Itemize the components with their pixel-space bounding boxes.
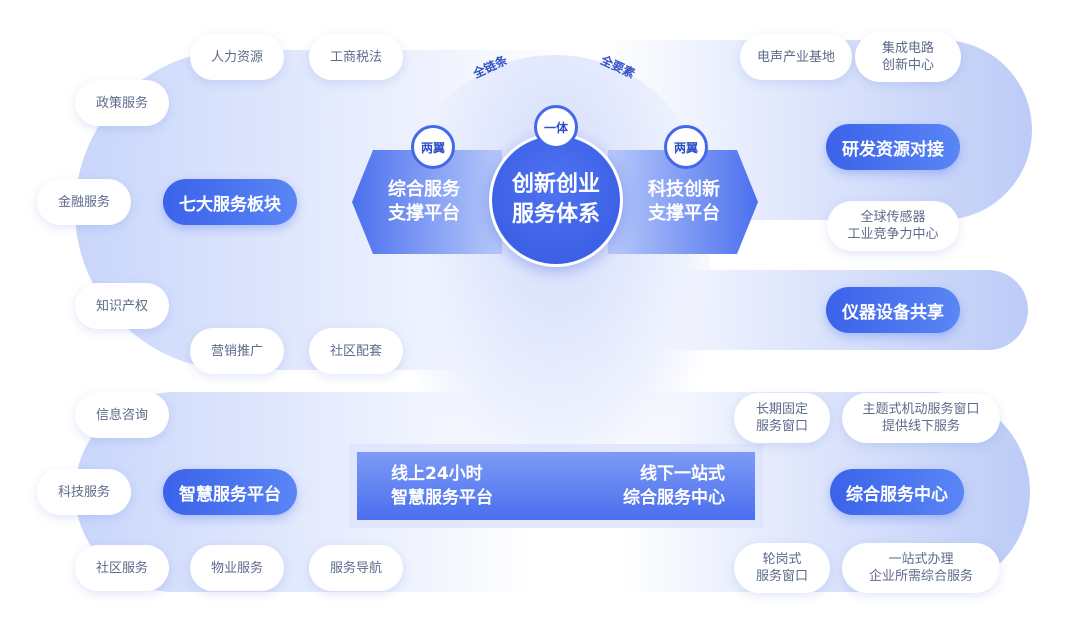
center-badge: 一体: [534, 105, 578, 149]
node-rotating-window[interactable]: 轮岗式 服务窗口: [734, 543, 830, 593]
node-acoustic-base[interactable]: 电声产业基地: [740, 34, 852, 80]
center-title: 创新创业 服务体系: [511, 172, 600, 227]
node-tax[interactable]: 工商税法: [309, 34, 403, 80]
node-fixed-window[interactable]: 长期固定 服务窗口: [734, 393, 830, 443]
node-hr[interactable]: 人力资源: [190, 34, 284, 80]
bottom-bar-right: 线下一站式 综合服务中心: [623, 464, 725, 508]
node-marketing[interactable]: 营销推广: [190, 328, 284, 374]
label-comprehensive-center[interactable]: 综合服务中心: [830, 469, 964, 515]
node-ic-center[interactable]: 集成电路 创新中心: [855, 32, 961, 82]
label-smart-service-platform[interactable]: 智慧服务平台: [163, 469, 297, 515]
node-mobile-window[interactable]: 主题式机动服务窗口 提供线下服务: [842, 393, 1000, 443]
node-service-nav[interactable]: 服务导航: [309, 545, 403, 591]
node-sensor-center[interactable]: 全球传感器 工业竞争力中心: [827, 201, 959, 251]
wing-left-badge: 两翼: [411, 125, 455, 169]
node-one-stop[interactable]: 一站式办理 企业所需综合服务: [842, 543, 1000, 593]
bottom-bar: 线上24小时 智慧服务平台 线下一站式 综合服务中心: [357, 452, 755, 520]
label-rd-resources[interactable]: 研发资源对接: [826, 124, 960, 170]
node-ip[interactable]: 知识产权: [75, 283, 169, 329]
wing-right-badge: 两翼: [664, 125, 708, 169]
bottom-bar-left: 线上24小时 智慧服务平台: [391, 464, 493, 508]
wing-right-text: 科技创新 支撑平台: [648, 179, 720, 224]
node-policy[interactable]: 政策服务: [75, 80, 169, 126]
node-tech-service[interactable]: 科技服务: [37, 469, 131, 515]
node-community-service[interactable]: 社区服务: [75, 545, 169, 591]
center-circle: 创新创业 服务体系: [489, 133, 623, 267]
label-equipment-sharing[interactable]: 仪器设备共享: [826, 287, 960, 333]
node-community-support[interactable]: 社区配套: [309, 328, 403, 374]
node-finance[interactable]: 金融服务: [37, 179, 131, 225]
node-info-consult[interactable]: 信息咨询: [75, 392, 169, 438]
node-property-service[interactable]: 物业服务: [190, 545, 284, 591]
label-seven-service-blocks[interactable]: 七大服务板块: [163, 179, 297, 225]
wing-left-text: 综合服务 支撑平台: [388, 179, 460, 224]
